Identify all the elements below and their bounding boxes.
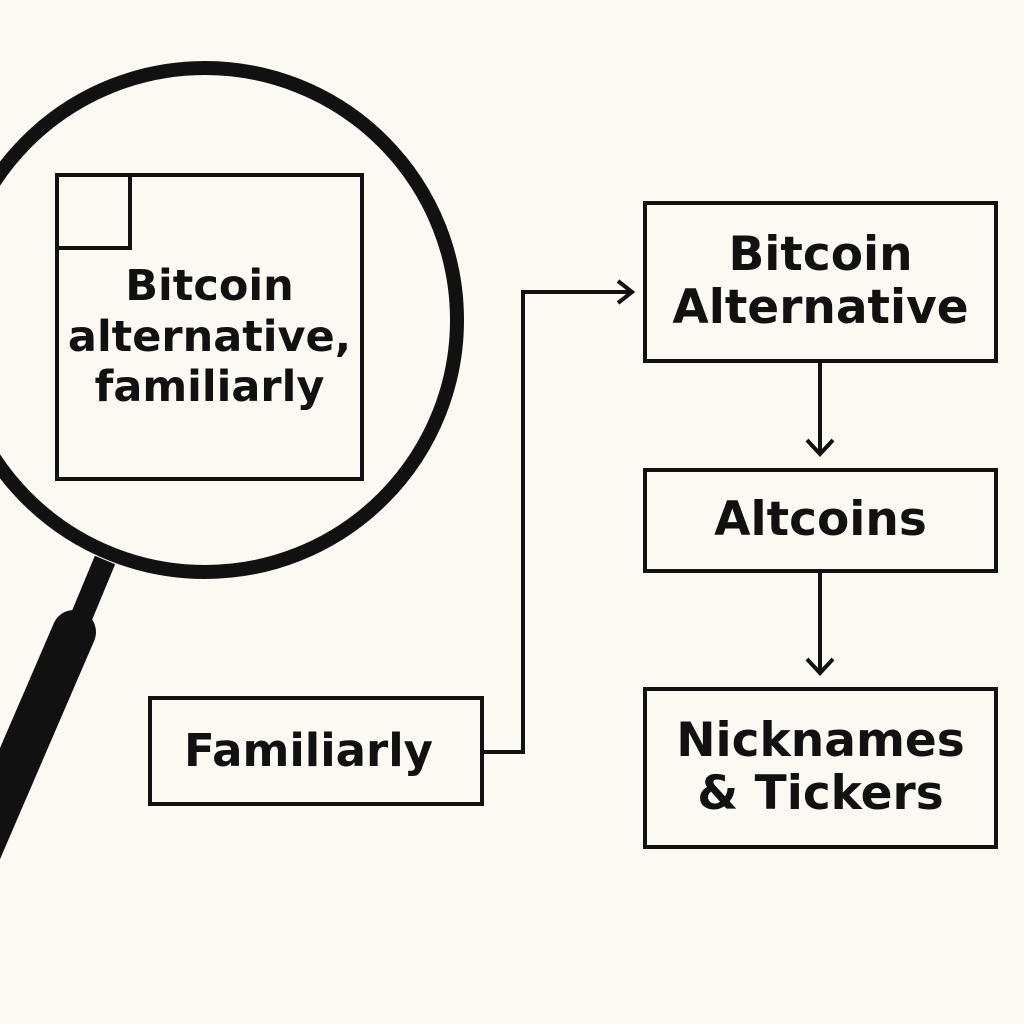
familiarly-box: Familiarly [148, 696, 484, 806]
arrowhead-to-altcoins [805, 438, 835, 457]
magnified-text-line: familiarly [94, 362, 325, 413]
altcoins-label: Altcoins [714, 492, 927, 548]
nicknames-tickers-label-line: Nicknames [676, 713, 965, 769]
nicknames-tickers-label-line: & Tickers [697, 766, 944, 821]
connector-familiarly-to-bitcoin-alternative [484, 290, 630, 754]
magnified-text: Bitcoin alternative, familiarly [59, 261, 360, 413]
bitcoin-alternative-box: Bitcoin Alternative [643, 201, 998, 363]
nicknames-tickers-box: Nicknames & Tickers [643, 687, 998, 849]
familiarly-label: Familiarly [184, 723, 433, 777]
magnified-document-card: Bitcoin alternative, familiarly [55, 173, 364, 481]
magnifier-lens [0, 61, 464, 579]
document-corner-square [55, 173, 132, 250]
arrowhead-to-nicknames [805, 657, 835, 676]
magnified-text-line: Bitcoin [125, 261, 294, 311]
bitcoin-alternative-label-line: Bitcoin [728, 227, 913, 283]
magnified-text-line: alternative, [67, 311, 352, 362]
altcoins-box: Altcoins [643, 468, 998, 573]
arrowhead-to-bitcoin-alternative [616, 279, 636, 305]
bitcoin-alternative-label-line: Alternative [672, 280, 969, 335]
magnifier-handle [0, 610, 96, 859]
